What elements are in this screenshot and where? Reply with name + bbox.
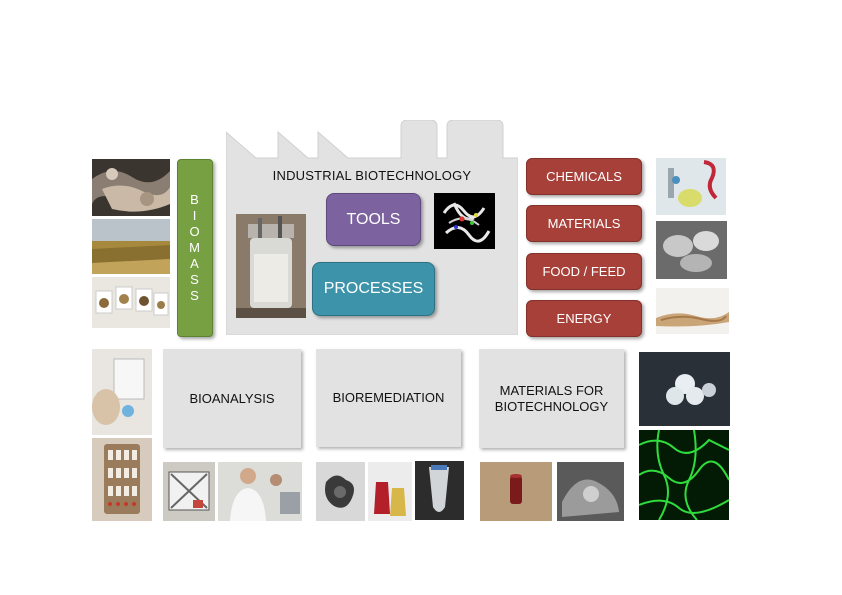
bioremediation-photo-flasks: [368, 462, 412, 521]
biomass-photo-grassland: [92, 219, 170, 274]
bioremediation-box: BIOREMEDIATION: [316, 349, 461, 447]
materials-photo-vial: [480, 462, 552, 521]
factory-title: INDUSTRIAL BIOTECHNOLOGY: [272, 168, 472, 183]
food-feed-photo: [656, 288, 729, 334]
biomass-letter: S: [190, 272, 200, 287]
bioanalysis-photo-device: [163, 462, 215, 521]
materials-for-biotechnology-box: MATERIALS FOR BIOTECHNOLOGY: [479, 349, 624, 448]
materials-photo: [656, 221, 727, 279]
tools-box: TOOLS: [326, 193, 421, 246]
materials-box-line1: MATERIALS FOR: [499, 382, 604, 398]
materials-photo-sem: [557, 462, 624, 521]
biomass-letter: I: [192, 208, 198, 223]
processes-box: PROCESSES: [312, 262, 435, 316]
biomass-letter: M: [189, 240, 201, 255]
biomass-letter: S: [190, 288, 200, 303]
bioanalysis-photo-researchers: [218, 462, 302, 521]
bioreactor-photo: [236, 214, 306, 318]
biomass-letter: A: [190, 256, 200, 271]
materials-photo-spheres: [639, 352, 730, 426]
biomass-letter: B: [190, 192, 200, 207]
biomass-photo-wood: [92, 159, 170, 216]
output-materials: MATERIALS: [526, 205, 642, 242]
output-food-feed: FOOD / FEED: [526, 253, 642, 290]
bioremediation-photo-microscopy: [316, 462, 365, 521]
output-energy: ENERGY: [526, 300, 642, 337]
bioanalysis-photo-tubes: [92, 438, 152, 521]
biomass-photo-samples: [92, 277, 170, 328]
bioanalysis-photo-lab: [92, 349, 152, 435]
bioanalysis-box: BIOANALYSIS: [163, 349, 301, 448]
output-chemicals: CHEMICALS: [526, 158, 642, 195]
protein-structure-image: [434, 193, 495, 249]
biomass-bar: B I O M A S S: [177, 159, 213, 337]
bioremediation-photo-tube: [415, 461, 464, 520]
biomass-letter: O: [189, 224, 201, 239]
materials-box-line2: BIOTECHNOLOGY: [494, 398, 609, 414]
chemicals-photo: [656, 158, 726, 215]
materials-photo-fluorescence: [639, 430, 729, 520]
